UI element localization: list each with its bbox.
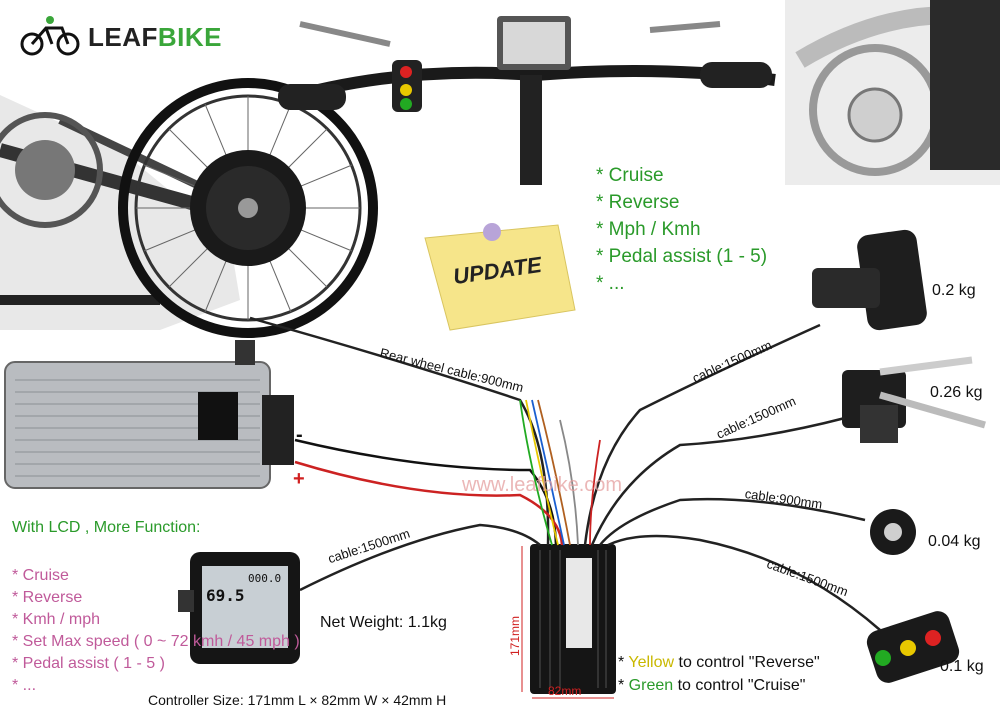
lcd-section-heading: With LCD , More Function: bbox=[12, 519, 201, 536]
battery-minus-sign: - bbox=[296, 424, 303, 446]
net-weight-label: Net Weight: 1.1kg bbox=[320, 614, 447, 631]
lcd-odo-readout: 000.0 bbox=[248, 572, 282, 585]
lcd-feature-item: * Reverse bbox=[12, 589, 83, 606]
top-feature-item: * ... bbox=[596, 273, 625, 294]
brand-leaf: LEAF bbox=[88, 22, 158, 52]
green-note-text: to control "Cruise" bbox=[673, 677, 806, 694]
yellow-note: * Yellow to control "Reverse" bbox=[618, 654, 820, 672]
lcd-speed-readout: 69.5 bbox=[206, 586, 245, 605]
lcd-display-image bbox=[178, 552, 300, 664]
controller-width-dim: 82mm bbox=[548, 684, 582, 698]
top-feature-item: * Reverse bbox=[596, 192, 680, 213]
wiring-cables bbox=[249, 316, 881, 631]
throttle-image bbox=[812, 229, 927, 331]
pas-sensor-image bbox=[870, 509, 916, 555]
controller-height-dim: 171mm bbox=[508, 615, 522, 656]
update-sticky-note bbox=[424, 223, 576, 331]
controller-size-label: Controller Size: 171mm L × 82mm W × 42mm… bbox=[148, 692, 447, 708]
watermark: www.leafbike.com bbox=[462, 474, 623, 496]
green-note: * Green to control "Cruise" bbox=[618, 677, 805, 695]
yellow-note-text: to control "Reverse" bbox=[674, 654, 820, 671]
top-feature-item: * Mph / Kmh bbox=[596, 219, 701, 240]
controller-box bbox=[521, 544, 616, 699]
pas-weight: 0.04 kg bbox=[928, 533, 981, 550]
pedal-sensor-photo bbox=[785, 0, 1000, 185]
top-feature-list: * Cruise * Reverse * Mph / Kmh * Pedal a… bbox=[596, 162, 767, 297]
switch-weight: 0.1 kg bbox=[940, 658, 984, 675]
battery-pack bbox=[4, 340, 294, 489]
battery-plus-sign: + bbox=[293, 468, 305, 490]
bicycle-logo-icon bbox=[18, 14, 82, 56]
function-switch-image bbox=[866, 611, 960, 683]
top-feature-item: * Cruise bbox=[596, 165, 664, 186]
throttle-weight: 0.2 kg bbox=[932, 282, 976, 299]
lcd-feature-item: * Cruise bbox=[12, 567, 69, 584]
rear-wheel-hub-motor bbox=[118, 78, 378, 338]
lcd-feature-item: * ... bbox=[12, 677, 37, 694]
lcd-feature-item: * Pedal assist ( 1 - 5 ) bbox=[12, 655, 165, 672]
top-feature-item: * Pedal assist (1 - 5) bbox=[596, 246, 768, 267]
brand-bike: BIKE bbox=[157, 22, 223, 52]
brake-lever-image bbox=[842, 356, 986, 443]
handlebar-image bbox=[278, 16, 776, 185]
yellow-word: Yellow bbox=[628, 654, 675, 671]
lcd-feature-item: * Set Max speed ( 0 ~ 72 kmh / 45 mph ) bbox=[12, 633, 300, 650]
note-bullet: * bbox=[618, 677, 629, 694]
note-bullet: * bbox=[618, 654, 629, 671]
brand-logo: LEAFBIKE bbox=[88, 22, 222, 53]
lcd-feature-list: * Cruise * Reverse * Kmh / mph * Set Max… bbox=[12, 565, 300, 697]
brake-weight: 0.26 kg bbox=[930, 384, 983, 401]
green-word: Green bbox=[628, 677, 674, 694]
lcd-feature-item: * Kmh / mph bbox=[12, 611, 101, 628]
